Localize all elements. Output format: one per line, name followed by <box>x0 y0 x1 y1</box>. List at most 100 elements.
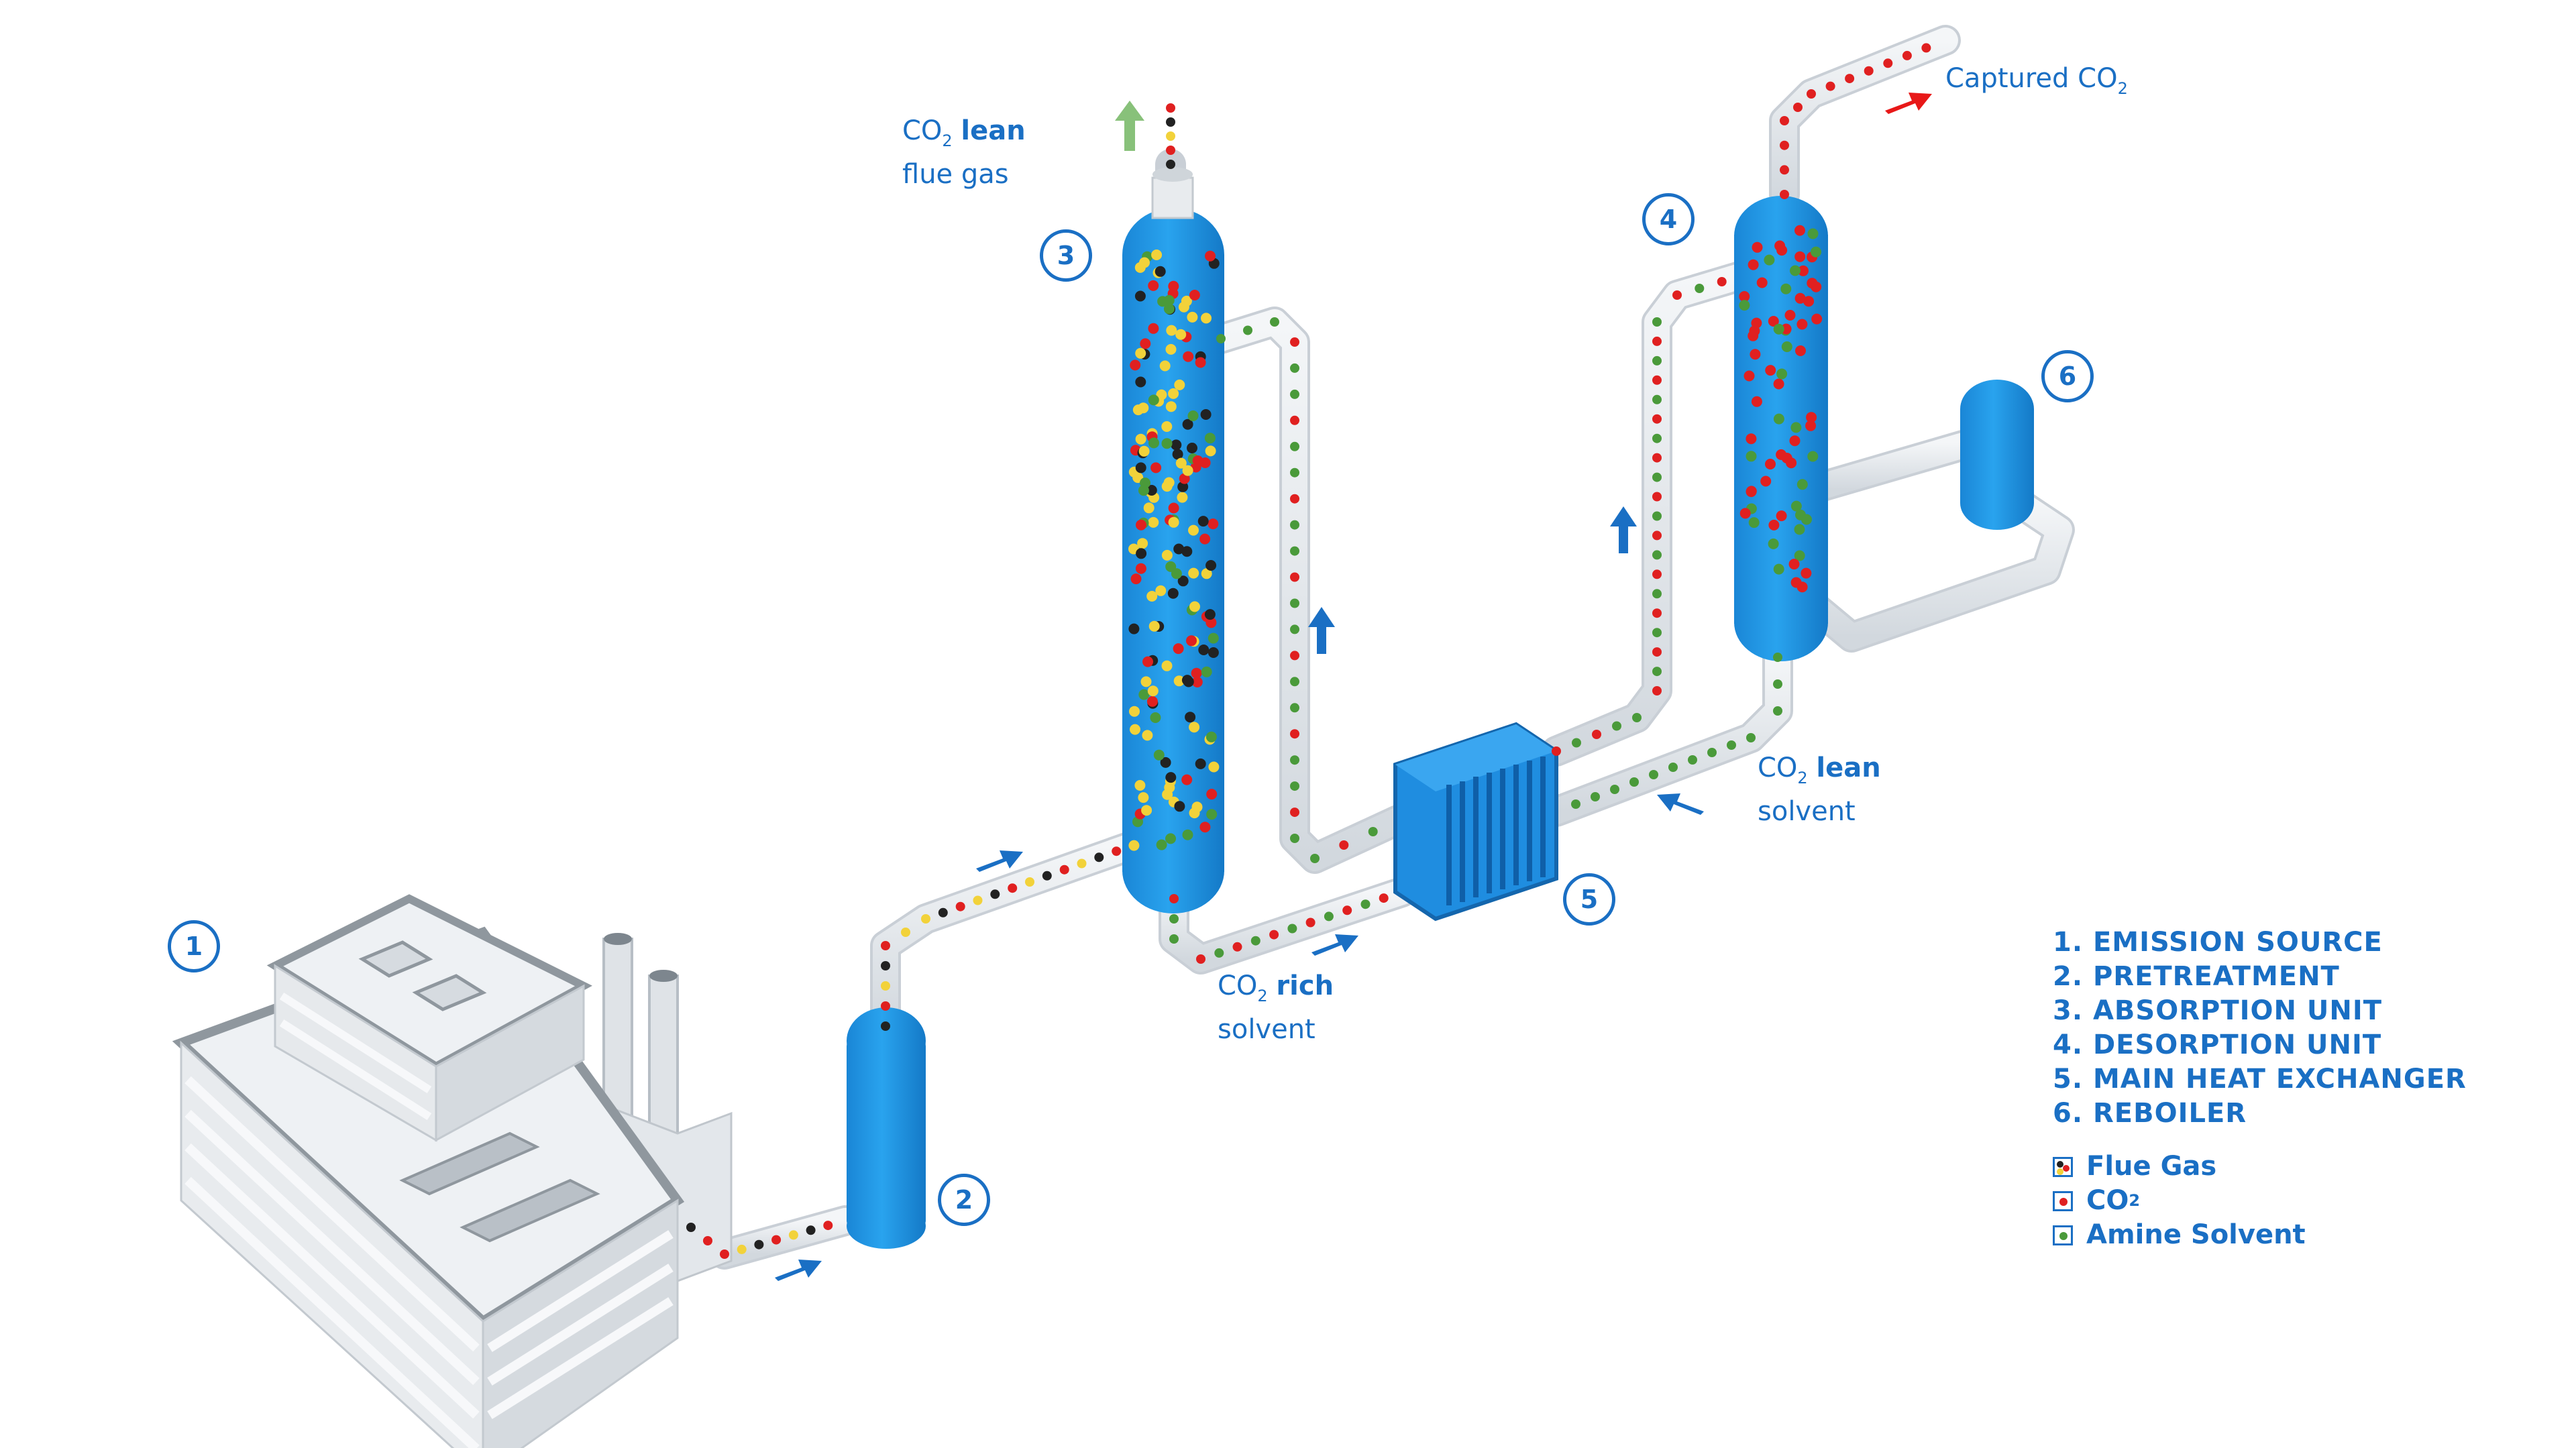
particle-dot <box>1128 840 1140 851</box>
particle-dot <box>1756 277 1768 288</box>
main-heat-exchanger <box>1393 722 1558 922</box>
particle-dot <box>1208 518 1219 530</box>
particle-dot <box>1746 733 1756 742</box>
particle-dot <box>1652 589 1662 599</box>
step-list-item: 6. REBOILER <box>2053 1098 2247 1129</box>
particle-dot <box>1776 368 1788 380</box>
particle-dot <box>1177 492 1188 503</box>
particle-dot <box>1921 43 1931 53</box>
particle-dot <box>1165 401 1177 412</box>
particle-dot <box>1739 508 1751 519</box>
particle-dot <box>1201 666 1212 677</box>
particle-dot <box>1290 520 1299 530</box>
particle-dot <box>1173 543 1185 555</box>
particle-dot <box>1883 58 1893 68</box>
particle-dot <box>1191 667 1202 679</box>
particle-dot <box>1780 165 1789 175</box>
particle-dot <box>1135 462 1146 474</box>
particle-dot <box>1139 257 1150 268</box>
particle-dot <box>1161 660 1173 671</box>
particle-dot <box>1668 763 1678 772</box>
co2-rich-solvent-label: CO2 rich solvent <box>1218 970 1334 1045</box>
step-number-2: 2 <box>938 1174 990 1226</box>
reboiler-vessel <box>1960 380 2034 530</box>
particle-dot <box>1339 840 1349 850</box>
arrow-red-icon <box>1885 93 1932 114</box>
particle-dot <box>1360 899 1371 909</box>
particle-dot <box>1182 829 1193 840</box>
particle-dot <box>1138 445 1150 457</box>
particle-dot <box>1205 445 1216 457</box>
particle-dot <box>1794 524 1805 535</box>
particle-dot <box>1166 131 1175 141</box>
particle-dot <box>1165 772 1177 783</box>
particle-dot <box>1790 265 1801 276</box>
flow-arrows <box>775 93 1932 1281</box>
particle-dot <box>1773 653 1782 662</box>
particle-dot <box>1290 441 1299 451</box>
particle-dot <box>1140 676 1152 687</box>
step-number-4: 4 <box>1642 193 1695 245</box>
particle-dot <box>1290 834 1299 843</box>
step-list-item: 2. PRETREATMENT <box>2053 961 2340 992</box>
particle-dot <box>1188 567 1199 579</box>
particle-dot <box>720 1249 729 1259</box>
particle-dot <box>1739 291 1750 302</box>
particle-dot <box>1161 438 1173 449</box>
particle-dot <box>1205 731 1217 742</box>
particle-dot <box>1610 785 1619 794</box>
up-arrow-green-icon <box>1115 101 1144 151</box>
step-number-1: 1 <box>168 920 220 972</box>
particle-dot <box>1807 451 1819 462</box>
particle-dot <box>1290 677 1299 687</box>
particle-dot <box>1169 894 1179 903</box>
particle-dot <box>1187 443 1197 453</box>
particle-dot <box>1189 807 1200 819</box>
particle-dot <box>1750 349 1761 360</box>
particle-dot <box>955 901 965 911</box>
amine-swatch-icon <box>2053 1225 2073 1245</box>
particle-dot <box>1042 871 1052 881</box>
particle-dot <box>1130 359 1141 371</box>
particle-dot <box>1739 300 1750 311</box>
particle-dot <box>1652 336 1662 346</box>
particle-dot <box>1163 303 1175 315</box>
particle-dot <box>1807 89 1816 99</box>
particle-dot <box>1160 757 1171 768</box>
particle-dot <box>1189 722 1200 733</box>
particle-dot <box>1788 559 1800 570</box>
particle-dot <box>1811 281 1822 292</box>
particle-dot <box>1290 755 1299 765</box>
particle-dot <box>1205 250 1216 262</box>
particle-dot <box>1177 481 1189 492</box>
particle-dot <box>1789 435 1801 447</box>
particle-dot <box>1186 635 1197 647</box>
particle-dot <box>1185 712 1196 723</box>
particle-dot <box>1173 643 1184 655</box>
flow-arrow-icon <box>1311 934 1358 956</box>
emission-source-factory <box>172 894 733 1448</box>
step-list-item: 4. DESORPTION UNIT <box>2053 1029 2382 1060</box>
particle-dot <box>1177 575 1189 587</box>
particle-dot <box>1790 500 1802 512</box>
particle-dot <box>1166 160 1175 169</box>
particle-dot <box>1137 538 1148 549</box>
particle-dot <box>1135 376 1146 388</box>
particle-dot <box>1129 706 1140 717</box>
particle-dot <box>1243 325 1252 335</box>
particle-dot <box>1652 511 1662 521</box>
particle-dot <box>1305 917 1316 928</box>
particle-dot <box>1652 667 1662 677</box>
particle-dot <box>1290 467 1299 478</box>
particle-dot <box>1205 617 1217 628</box>
particle-dot <box>1192 455 1203 466</box>
particle-dot <box>1208 761 1220 773</box>
particle-dot <box>1094 852 1104 862</box>
particle-dot <box>1153 749 1165 761</box>
particle-dot <box>1159 360 1171 372</box>
particle-dot <box>823 1221 833 1231</box>
particle-dot <box>1652 375 1662 385</box>
particle-dot <box>1168 502 1179 514</box>
